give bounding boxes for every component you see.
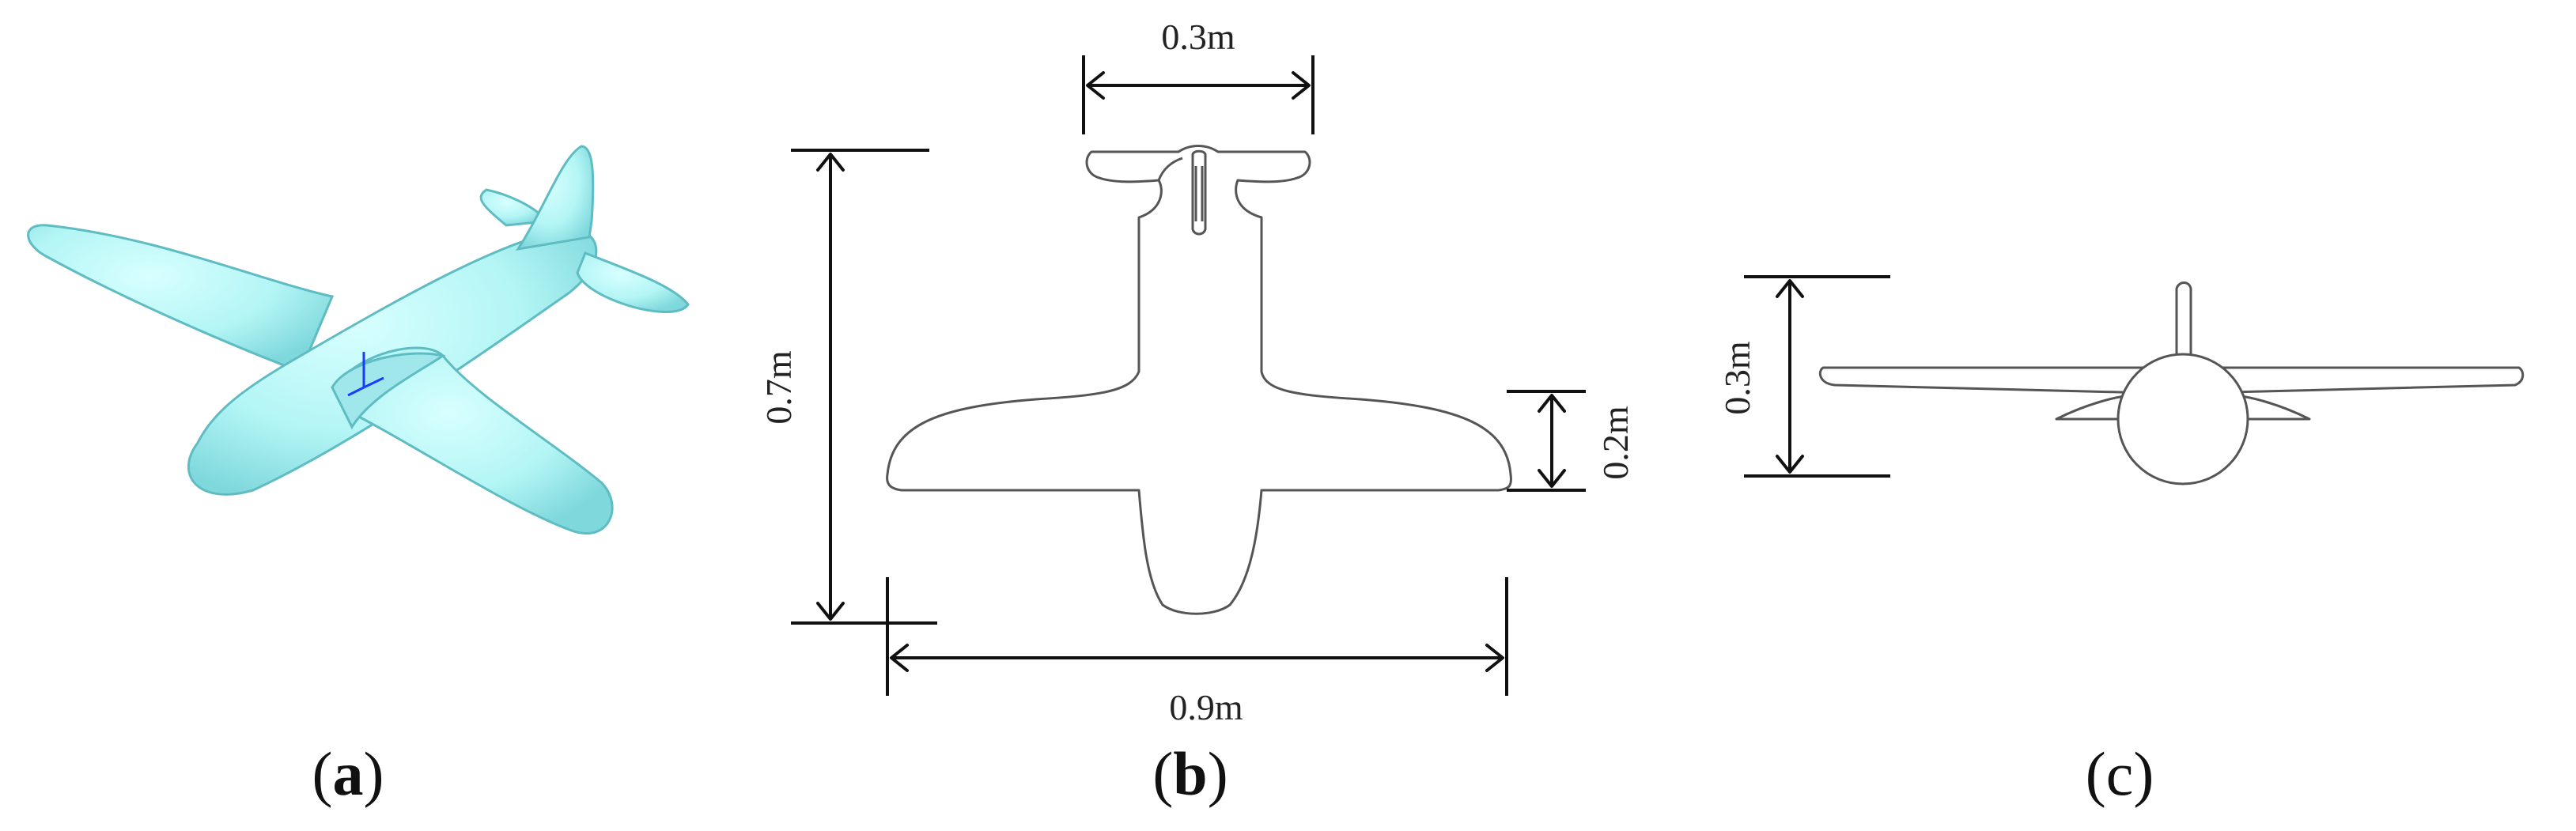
fin-slot-inner xyxy=(1194,166,1204,221)
caption-a: (a) xyxy=(312,739,384,808)
panel-a-3d-model xyxy=(27,145,690,535)
caption-c: (c) xyxy=(2086,739,2154,808)
wing-chord-label: 0.2m xyxy=(1595,406,1636,480)
3d-wing-root xyxy=(331,352,446,430)
length-label: 0.7m xyxy=(758,350,799,425)
3d-vertical-fin xyxy=(515,145,595,251)
3d-right-stabilizer xyxy=(576,251,690,313)
top-view-fin xyxy=(1191,149,1207,236)
top-view-outline xyxy=(886,145,1512,615)
caption-b: (b) xyxy=(1152,739,1227,808)
tail-span-label: 0.3m xyxy=(1161,17,1235,57)
panel-b-top-view: 0.3m 0.7m 0.2m 0.9m xyxy=(758,17,1636,727)
3d-right-wing xyxy=(339,346,614,535)
panel-c-front-view: 0.3m xyxy=(1717,275,2525,485)
height-label: 0.3m xyxy=(1717,341,1757,415)
3d-left-wing xyxy=(27,224,335,373)
front-view-fuselage xyxy=(2116,353,2249,485)
wing-span-label: 0.9m xyxy=(1169,687,1243,727)
axis-triad-icon xyxy=(347,352,384,397)
